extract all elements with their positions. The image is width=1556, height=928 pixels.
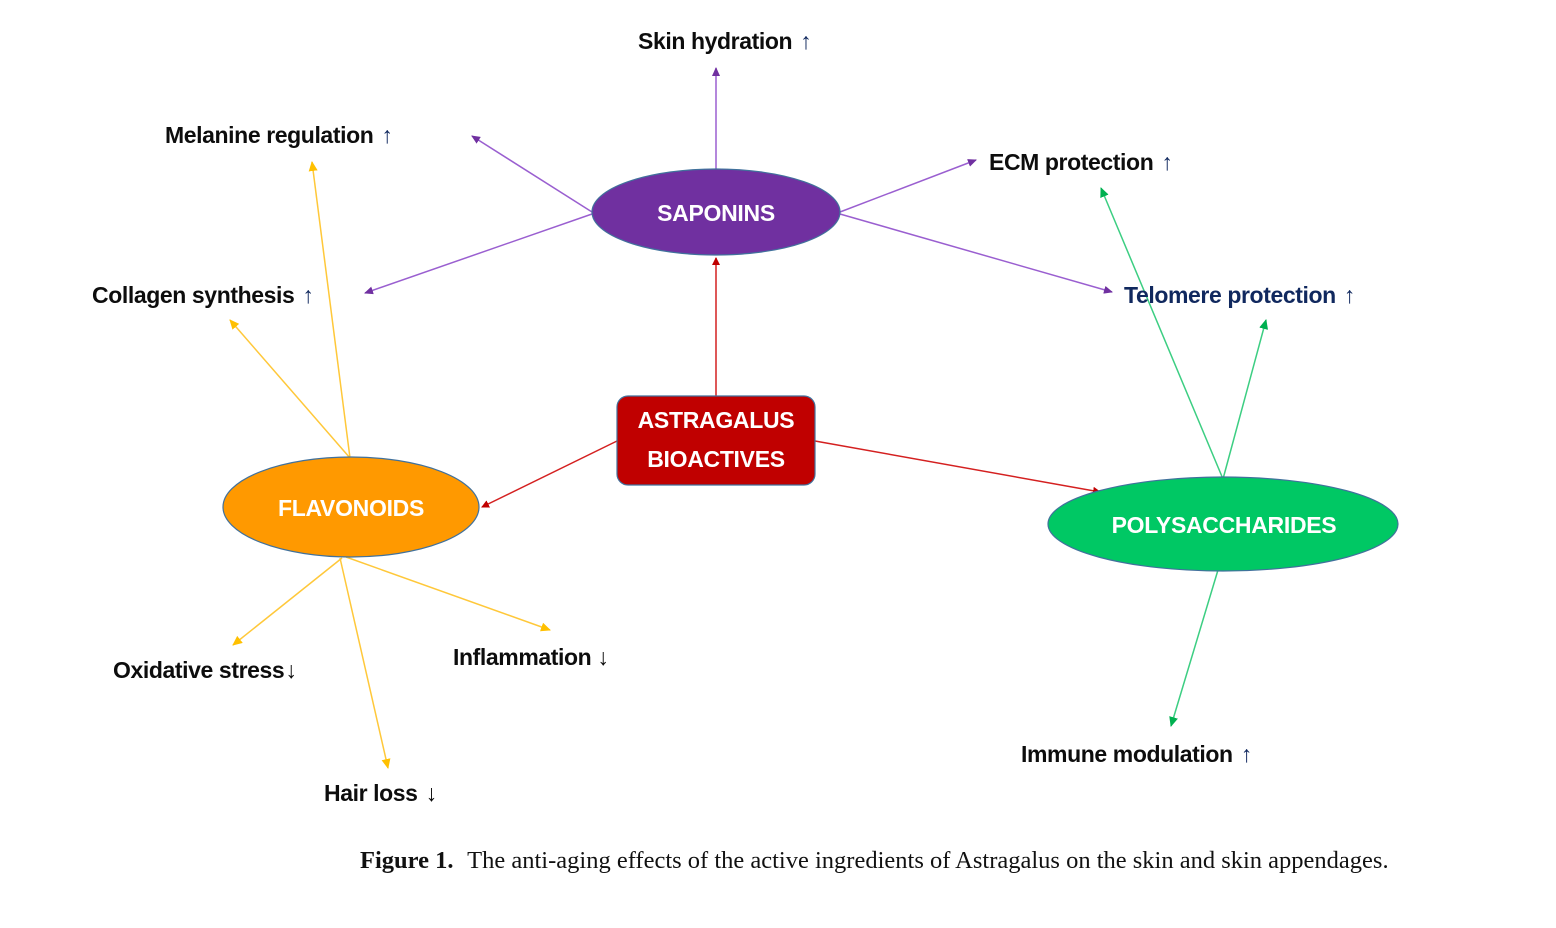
arrow-flavonoids-to-collagen-synthesis xyxy=(229,319,351,459)
effect-label: Inflammation↓ xyxy=(453,644,608,670)
effect-label: Skin hydration ↑ xyxy=(638,28,811,54)
center-box xyxy=(616,395,816,486)
arrow-saponins-to-collagen-synthesis xyxy=(364,213,593,295)
arrow-saponins-to-telomere-protection xyxy=(839,213,1113,294)
arrow-flavonoids-to-inflammation xyxy=(345,556,551,632)
polysaccharides-label: POLYSACCHARIDES xyxy=(1112,512,1337,538)
up-arrow-icon: ↑ xyxy=(381,122,392,148)
effect-inflammation: Inflammation↓ xyxy=(453,644,609,670)
arrow-polysaccharides-to-telomere-protection xyxy=(1222,319,1268,480)
arrow-flavonoids-to-melanine-regulation xyxy=(308,161,351,459)
effect-collagen-synthesis: Collagen synthesis ↑ xyxy=(92,282,314,308)
effect-text: Hair loss xyxy=(324,780,418,806)
effect-label: ECM protection ↑ xyxy=(989,149,1172,175)
arrow-saponins-to-ecm-protection xyxy=(839,159,977,213)
flavonoids-arrows xyxy=(229,161,551,769)
effect-text: ECM protection xyxy=(989,149,1153,175)
figure-caption: Figure 1. The anti-aging effects of the … xyxy=(360,842,1525,880)
saponins-ellipse xyxy=(591,168,841,256)
up-arrow-icon: ↑ xyxy=(1241,741,1252,767)
node-polysaccharides: POLYSACCHARIDES xyxy=(1047,476,1399,572)
arrow-flavonoids-to-oxidative-stress xyxy=(232,557,343,646)
center-label-line2: BIOACTIVES xyxy=(647,446,785,472)
polysaccharides-arrows xyxy=(1100,187,1268,727)
arrow-polysaccharides-to-ecm-protection xyxy=(1100,187,1224,480)
effect-text: Oxidative stress xyxy=(113,657,284,683)
node-center: ASTRAGALUS BIOACTIVES xyxy=(616,395,816,486)
effect-ecm-protection: ECM protection ↑ xyxy=(989,149,1173,175)
effect-text: Telomere protection xyxy=(1124,282,1336,308)
effect-hair-loss: Hair loss ↓ xyxy=(324,780,437,806)
effect-label: Collagen synthesis ↑ xyxy=(92,282,314,308)
effect-text: Immune modulation xyxy=(1021,741,1233,767)
effect-text: Collagen synthesis xyxy=(92,282,294,308)
up-arrow-icon: ↑ xyxy=(1161,149,1172,175)
center-label-line1: ASTRAGALUS xyxy=(638,407,795,433)
arrow-polysaccharides-to-immune-modulation xyxy=(1169,569,1219,727)
effect-text: Inflammation xyxy=(453,644,591,670)
effect-immune-modulation: Immune modulation ↑ xyxy=(1021,741,1252,767)
arrow-flavonoids-to-hair-loss xyxy=(339,557,391,769)
down-arrow-icon: ↓ xyxy=(426,780,437,806)
up-arrow-icon: ↑ xyxy=(1344,282,1355,308)
node-saponins: SAPONINS xyxy=(591,168,841,256)
flavonoids-label: FLAVONOIDS xyxy=(278,495,424,521)
figure-number: Figure 1. xyxy=(360,847,454,874)
effect-skin-hydration: Skin hydration ↑ xyxy=(638,28,812,54)
up-arrow-icon: ↑ xyxy=(800,28,811,54)
effect-label: Immune modulation ↑ xyxy=(1021,741,1252,767)
arrow-saponins-to-melanine-regulation xyxy=(471,135,593,213)
up-arrow-icon: ↑ xyxy=(302,282,313,308)
arrow-center-to-flavonoids xyxy=(481,440,618,508)
caption-text: The anti-aging effects of the active ing… xyxy=(467,847,1389,874)
arrow-center-to-polysaccharides xyxy=(814,440,1101,495)
diagram-canvas: SAPONINS FLAVONOIDS POLYSACCHARIDES ASTR… xyxy=(92,28,1399,806)
saponins-label: SAPONINS xyxy=(657,200,775,226)
effect-label: Telomere protection ↑ xyxy=(1124,282,1355,308)
effect-text: Skin hydration xyxy=(638,28,792,54)
effect-label: Oxidative stress↓ xyxy=(113,657,296,683)
down-arrow-icon: ↓ xyxy=(597,644,608,670)
node-flavonoids: FLAVONOIDS xyxy=(222,456,480,558)
effect-telomere-protection: Telomere protection ↑ xyxy=(1124,282,1355,308)
effect-label: Melanine regulation ↑ xyxy=(165,122,392,148)
down-arrow-icon: ↓ xyxy=(285,657,296,683)
polysaccharides-ellipse xyxy=(1047,476,1399,572)
flavonoids-ellipse xyxy=(222,456,480,558)
effect-label: Hair loss ↓ xyxy=(324,780,437,806)
effect-oxidative-stress: Oxidative stress↓ xyxy=(113,657,297,683)
effect-text: Melanine regulation xyxy=(165,122,373,148)
effect-melanine-regulation: Melanine regulation ↑ xyxy=(165,122,393,148)
center-arrows xyxy=(481,257,1101,508)
saponins-arrows xyxy=(364,67,1113,295)
